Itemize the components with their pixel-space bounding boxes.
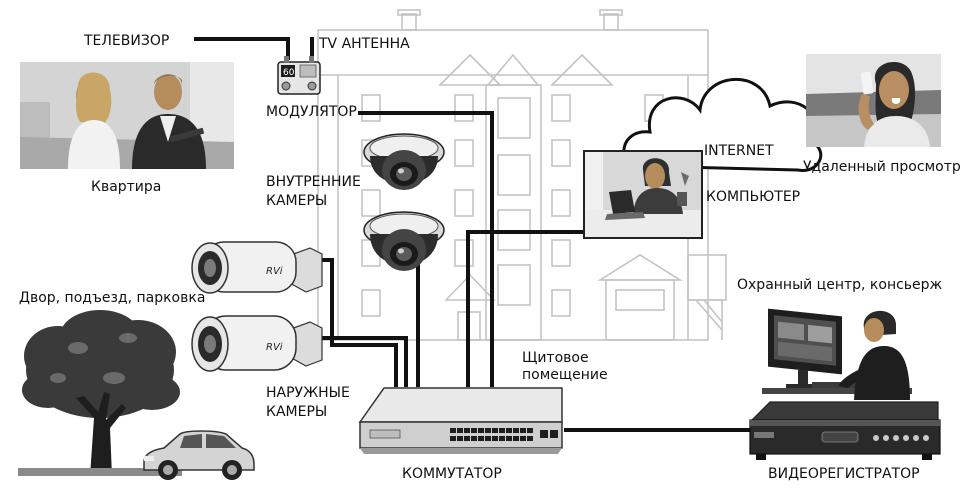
video-recorder-icon [746,398,942,462]
indoor-cameras-label-line2: КАМЕРЫ [266,193,328,209]
yard-label: Двор, подъезд, парковка [19,290,206,306]
tv-antenna-label: TV АНТЕННА [319,36,410,52]
modulator-display-text: 60 [283,68,295,78]
outdoor-cameras-label-line2: КАМЕРЫ [266,404,328,420]
security-center-label: Охранный центр, консьерж [737,277,943,293]
dome-camera-icon [362,208,446,284]
switchboard-label-line2: помещение [522,367,608,383]
remote-view-label: Удаленный просмотр [803,159,961,175]
woman-with-phone-photo [806,54,941,147]
modulator-device-icon: 60 [274,56,324,98]
modulator-label: МОДУЛЯТОР [266,104,357,120]
apartment-label: Квартира [91,179,162,195]
switchboard-label-line1: Щитовое [522,350,589,366]
woman-at-laptop-photo [583,150,703,239]
couple-watching-tv-photo [20,62,234,169]
switch-label: КОММУТАТОР [402,466,502,482]
bullet-camera-icon: RVi [184,308,324,384]
computer-label: КОМПЬЮТЕР [706,189,801,205]
car-icon [140,424,256,482]
tv-label: ТЕЛЕВИЗОР [84,33,170,49]
tree-icon [18,308,182,476]
bullet-camera-icon: RVi [184,234,324,304]
network-switch-icon [356,382,566,458]
camera-brand-text: RVi [266,342,283,353]
woman-at-monitor-photo [762,300,912,408]
dvr-label: ВИДЕОРЕГИСТРАТОР [768,466,920,482]
camera-brand-text: RVi [266,266,283,277]
internet-label: INTERNET [704,143,774,159]
indoor-cameras-label-line1: ВНУТРЕННИЕ [266,174,361,190]
outdoor-cameras-label-line1: НАРУЖНЫЕ [266,385,350,401]
dome-camera-icon [362,130,446,202]
